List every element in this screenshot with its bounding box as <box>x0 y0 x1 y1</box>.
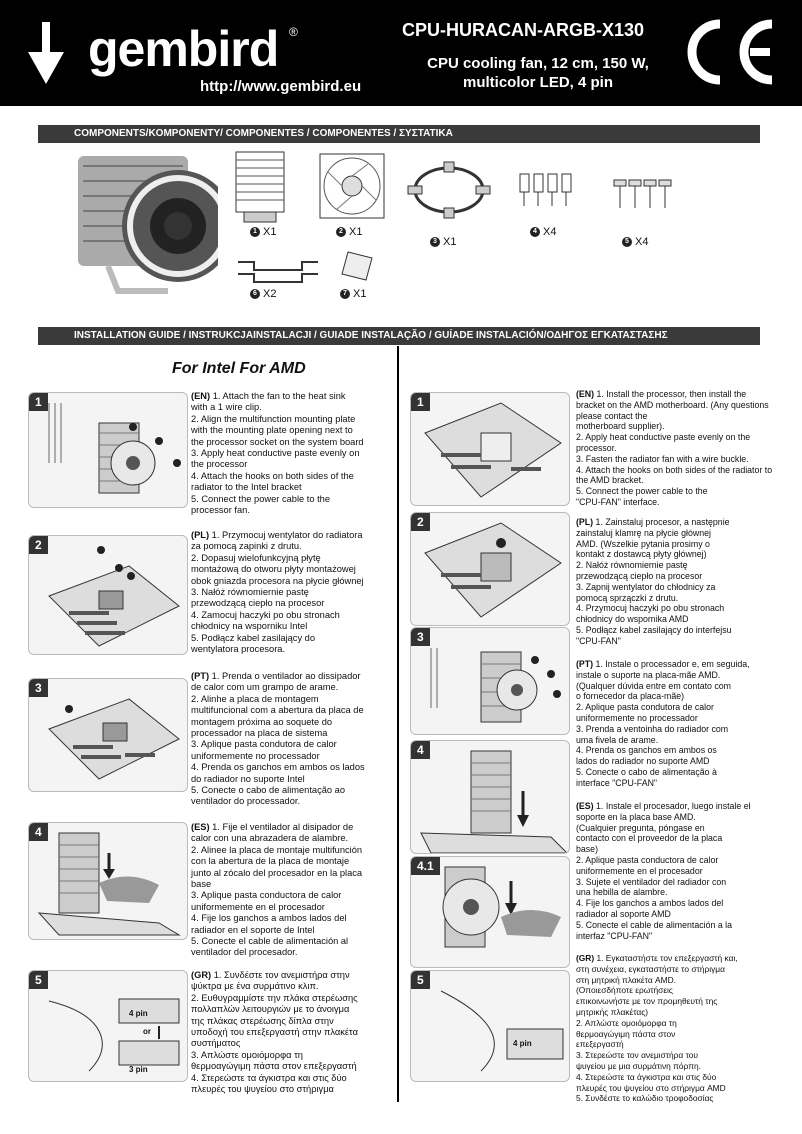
right-step-5-image: 5 4 pin <box>410 970 570 1082</box>
column-divider <box>397 346 399 1102</box>
left-text-pl: (PL) 1. Przymocuj wentylator do radiator… <box>191 530 364 655</box>
right-text-pt: (PT) 1. Instale o processador e, em segu… <box>576 659 750 788</box>
platform-title: For Intel For AMD <box>172 360 306 377</box>
left-4pin-label: 4 pin <box>129 1009 148 1018</box>
right-step-3-image: 3 <box>410 627 570 735</box>
cooler-photo <box>78 156 218 294</box>
left-text-pt: (PT) 1. Prenda o ventilador ao dissipado… <box>191 671 365 807</box>
left-text-gr: (GR) 1. Συνδέστε τον ανεμιστήρα στην ψύκ… <box>191 970 358 1095</box>
right-text-pl: (PL) 1. Zainstaluj procesor, a następnie… <box>576 517 732 646</box>
right-text-en: (EN) 1. Install the processor, then inst… <box>576 389 773 507</box>
heatsink-drawing <box>235 151 285 223</box>
components-title: COMPONENTS/KOMPONENTY/ COMPONENTES / COM… <box>38 125 760 143</box>
left-step-1-image: 1 <box>28 392 188 508</box>
left-step-2-image: 2 <box>28 535 188 655</box>
thermal-paste-drawing <box>341 251 373 281</box>
website-link[interactable]: http://www.gembird.eu <box>200 78 362 95</box>
right-text-es: (ES) 1. Instale el procesador, luego ins… <box>576 801 751 941</box>
standoffs-drawing <box>519 173 572 206</box>
installation-title: INSTALLATION GUIDE / INSTRUKCJAINSTALACJ… <box>38 327 760 345</box>
screws-drawing <box>613 179 672 208</box>
right-text-gr: (GR) 1. Εγκαταστήστε τον επεξεργαστή και… <box>576 953 738 1104</box>
ce-mark-icon <box>687 19 773 85</box>
brand-logo: gembird <box>88 21 279 77</box>
brackets-drawing <box>238 261 318 283</box>
right-step-2-image: 2 <box>410 512 570 626</box>
left-or-label: or <box>143 1027 151 1036</box>
right-step-1-image: 1 <box>410 392 570 506</box>
gembird-arrow-logo-icon <box>28 22 64 84</box>
left-step-3-image: 3 <box>28 678 188 792</box>
left-step-5-image: 5 4 pin or 3 pin <box>28 970 188 1082</box>
right-step-4-1-image: 4.1 <box>410 856 570 968</box>
left-step-4-image: 4 <box>28 822 188 940</box>
right-step-4-image: 4 <box>410 740 570 854</box>
fan-drawing <box>319 153 385 219</box>
product-subtitle: CPU cooling fan, 12 cm, 150 W, multicolo… <box>427 55 649 91</box>
model-number: CPU-HURACAN-ARGB-X130 <box>402 20 645 40</box>
left-3pin-label: 3 pin <box>129 1065 148 1074</box>
left-text-en: (EN) 1. Attach the fan to the heat sink … <box>191 391 364 516</box>
right-4pin-label: 4 pin <box>513 1039 532 1048</box>
header-bar: gembird ® http://www.gembird.eu CPU-HURA… <box>0 0 802 106</box>
registered-mark: ® <box>289 25 298 39</box>
left-text-es: (ES) 1. Fije el ventilador al disipador … <box>191 822 363 958</box>
mounting-ring-drawing <box>407 161 491 219</box>
